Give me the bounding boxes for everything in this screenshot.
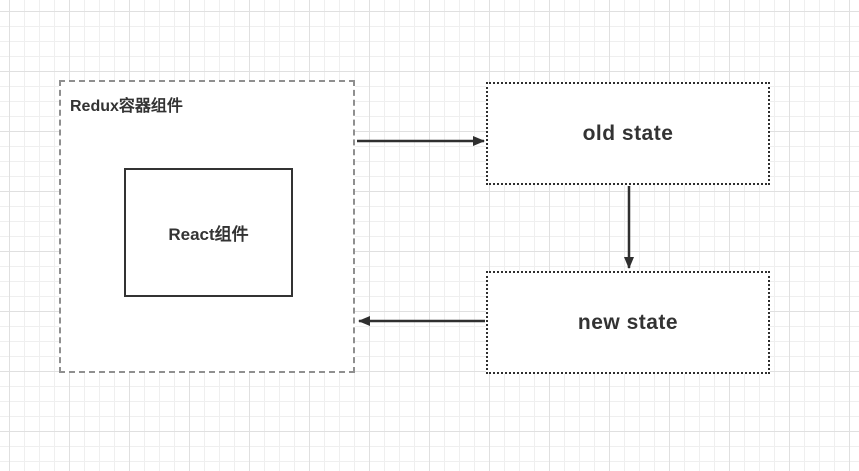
new-state-label: new state: [577, 310, 679, 334]
redux-container-box: Redux容器组件 React组件: [59, 80, 355, 373]
redux-container-label: Redux容器组件: [70, 98, 183, 115]
old-state-label: old state: [582, 121, 674, 145]
react-component-box: React组件: [124, 168, 293, 297]
react-component-label: React组件: [168, 225, 249, 244]
old-state-box: old state: [486, 82, 770, 185]
new-state-box: new state: [486, 271, 770, 374]
